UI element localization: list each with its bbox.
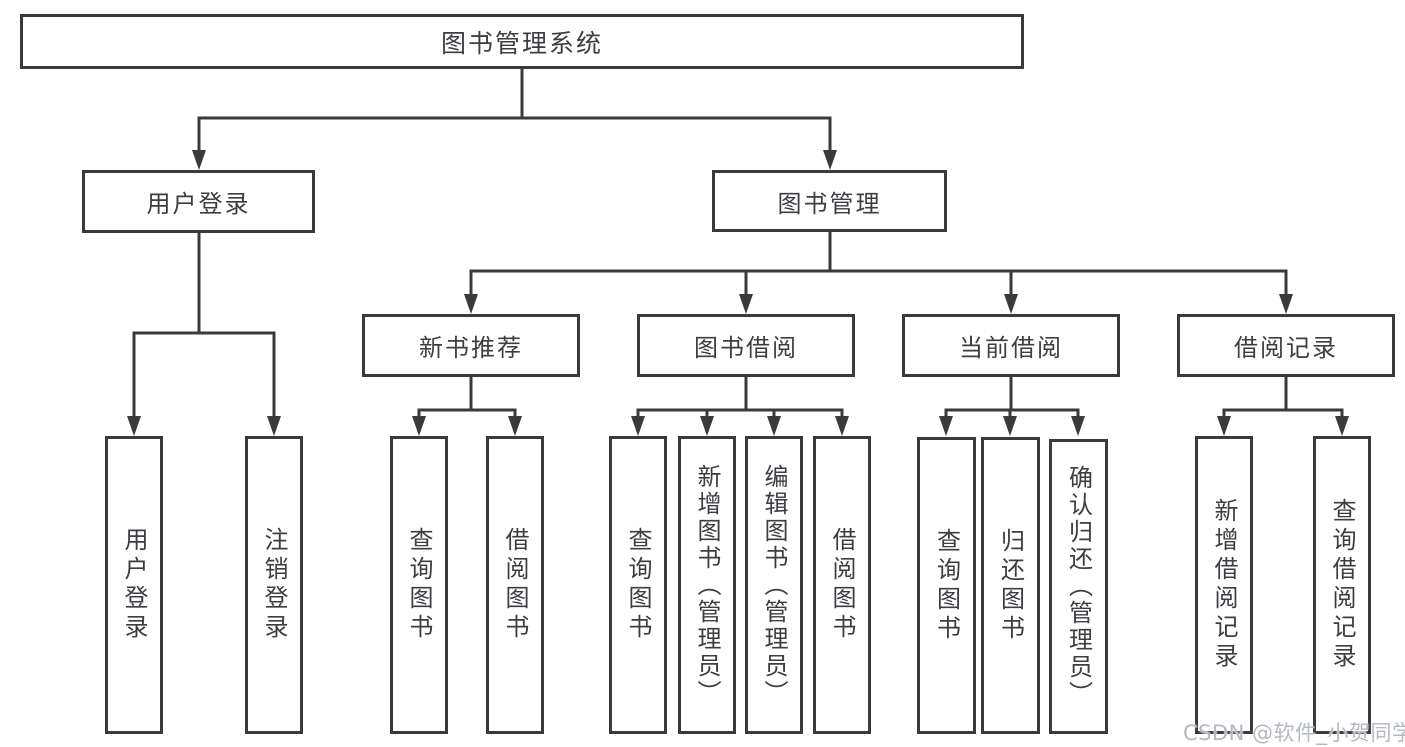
leaf-query-book-1: 查询图书 xyxy=(390,436,448,734)
node-book-borrow: 图书借阅 xyxy=(637,314,855,377)
leaf-user-login: 用户登录 xyxy=(105,436,163,734)
node-book-management: 图书管理 xyxy=(712,170,947,232)
node-root-system: 图书管理系统 xyxy=(20,14,1024,69)
arrowheads xyxy=(127,150,1349,436)
node-borrow-record: 借阅记录 xyxy=(1177,314,1395,377)
csdn-watermark: CSDN @软件_小贺同学 xyxy=(1183,721,1405,745)
leaf-borrow-book-1: 借阅图书 xyxy=(486,436,544,734)
leaf-edit-book-admin: 编辑图书（管理员） xyxy=(745,436,803,734)
leaf-query-book-2: 查询图书 xyxy=(609,436,667,734)
node-new-book-recommend: 新书推荐 xyxy=(362,314,580,377)
leaf-add-book-admin: 新增图书（管理员） xyxy=(678,436,736,734)
node-current-borrow: 当前借阅 xyxy=(902,314,1120,377)
leaf-add-borrow-record: 新增借阅记录 xyxy=(1195,436,1253,734)
leaf-borrow-book-2: 借阅图书 xyxy=(813,436,871,734)
node-user-login: 用户登录 xyxy=(82,170,315,233)
leaf-confirm-return-admin: 确认归还（管理员） xyxy=(1049,439,1108,734)
leaf-return-book: 归还图书 xyxy=(981,437,1040,734)
leaf-query-borrow-record: 查询借阅记录 xyxy=(1313,436,1371,734)
leaf-logout: 注销登录 xyxy=(245,436,303,734)
leaf-query-book-3: 查询图书 xyxy=(917,437,976,734)
